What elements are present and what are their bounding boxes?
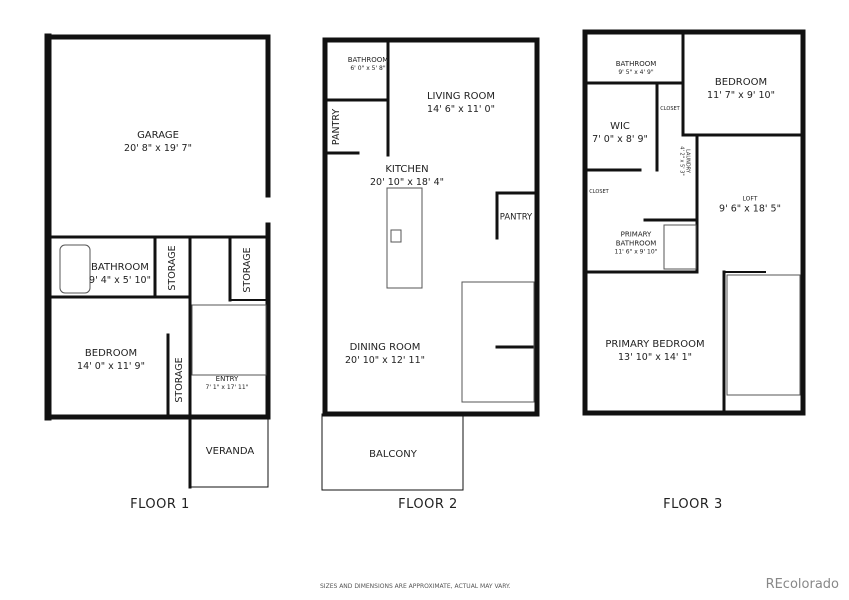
- room-closet-2: CLOSET: [589, 188, 609, 195]
- room-dims: 4' 2" x 5' 3": [678, 146, 684, 176]
- room-name: LIVING ROOM: [426, 90, 496, 102]
- room-name: LAUNDRY: [684, 149, 691, 173]
- floor-2-walls: [321, 37, 540, 491]
- room-name: BATHROOM: [615, 59, 657, 68]
- room-storage-1: STORAGE: [167, 245, 179, 291]
- room-storage-3: STORAGE: [174, 357, 186, 403]
- stairs-floor-1: [191, 304, 267, 376]
- room-name: KITCHEN: [385, 163, 429, 175]
- room-closet-1: CLOSET: [660, 105, 680, 112]
- floor-2-title: FLOOR 2: [398, 497, 458, 512]
- room-name: VERANDA: [205, 445, 255, 457]
- room-name: BATHROOM: [347, 55, 389, 64]
- room-storage-2: STORAGE: [242, 247, 254, 293]
- room-name: BEDROOM: [84, 347, 138, 359]
- floor-3-walls: [582, 29, 806, 416]
- room-dims: 9' 5" x 4' 9": [618, 68, 654, 76]
- room-dims: 6' 0" x 5' 8": [350, 64, 386, 72]
- room-dims: 9' 4" x 5' 10": [89, 274, 151, 286]
- floor-3-title: FLOOR 3: [663, 497, 723, 512]
- disclaimer: SIZES AND DIMENSIONS ARE APPROXIMATE, AC…: [320, 583, 511, 590]
- kitchen-island: [386, 187, 423, 289]
- room-veranda: VERANDA: [206, 446, 254, 459]
- room-name: WIC: [610, 120, 630, 132]
- room-name: ENTRY: [215, 374, 239, 383]
- room-pantry-2: PANTRY: [499, 212, 533, 223]
- room-dims: 11' 7" x 9' 10": [707, 89, 775, 101]
- stairs-floor-2: [461, 281, 535, 403]
- room-pantry-1: PANTRY: [331, 108, 343, 146]
- room-name: PRIMARY BATHROOM: [615, 230, 657, 248]
- sink: [390, 229, 402, 243]
- room-dims: 9' 6" x 18' 5": [719, 202, 781, 214]
- room-name: GARAGE: [137, 129, 179, 141]
- room-name: DINING ROOM: [349, 341, 421, 353]
- room-dims: 20' 10" x 12' 11": [344, 354, 426, 366]
- room-dims: 7' 1" x 17' 11": [205, 383, 249, 391]
- room-dims: 20' 10" x 18' 4": [370, 176, 444, 188]
- stairs-floor-3: [726, 274, 801, 396]
- room-balcony: BALCONY: [369, 449, 417, 462]
- room-name: BEDROOM: [714, 76, 768, 88]
- room-dims: 7' 0" x 8' 9": [592, 133, 648, 145]
- room-dims: 11' 6" x 9' 10": [614, 248, 658, 255]
- room-name: LOFT: [742, 195, 758, 203]
- room-dims: 14' 0" x 11' 9": [77, 360, 145, 372]
- room-dims: 13' 10" x 14' 1": [618, 351, 692, 363]
- room-name: BALCONY: [369, 448, 417, 460]
- brand-logo: REcolorado: [765, 577, 839, 592]
- room-dims: 20' 8" x 19' 7": [124, 142, 192, 154]
- shower: [663, 224, 697, 270]
- room-name: BATHROOM: [91, 261, 149, 273]
- bathtub: [59, 244, 91, 294]
- room-name: PRIMARY BEDROOM: [605, 338, 705, 350]
- floor-1-title: FLOOR 1: [130, 497, 190, 512]
- room-dims: 14' 6" x 11' 0": [427, 103, 495, 115]
- floor-1-walls: [44, 33, 271, 489]
